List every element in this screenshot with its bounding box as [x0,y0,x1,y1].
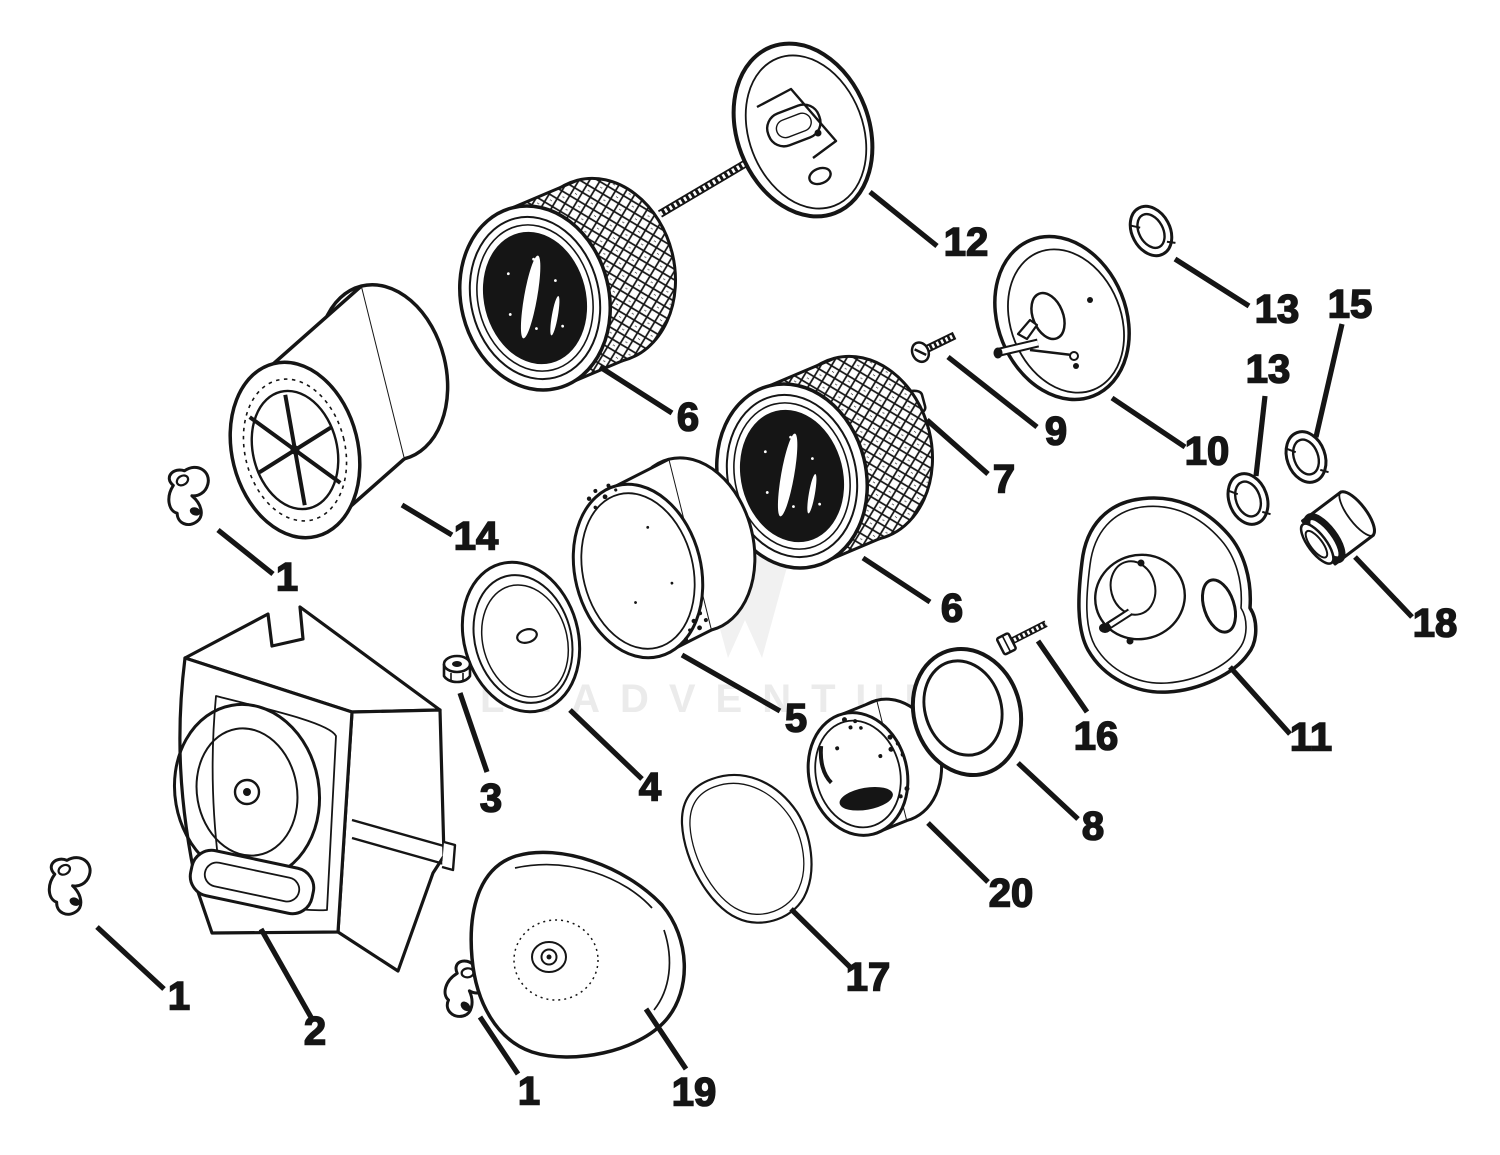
leader-4 [568,708,644,781]
part-2-housing [172,605,457,973]
leader-11 [1228,665,1292,736]
leader-9 [946,354,1039,430]
part-12-cover-plate-stud [657,41,875,219]
part-5-element-shell [571,456,757,660]
part-16-hex-bolt [995,620,1048,656]
leader-6b [861,555,932,605]
callout-13a: 13 [1254,287,1300,333]
callout-18: 18 [1412,601,1458,647]
callout-9: 9 [1044,409,1068,455]
callout-14: 14 [453,514,499,560]
callout-6a: 6 [676,395,700,441]
callout-1b: 1 [167,974,191,1020]
callout-8: 8 [1081,804,1105,850]
callout-10: 10 [1184,429,1230,475]
part-13-retainer-ring-upper [1120,197,1182,265]
leader-6a [598,364,674,416]
callout-16: 16 [1073,714,1119,760]
leader-3 [457,692,490,773]
part-1-clip-upper [161,462,219,530]
part-15-seal-ring [1277,424,1335,490]
part-10-plate-assembly [993,234,1131,402]
callout-12: 12 [943,220,989,266]
leader-2 [258,927,315,1021]
leader-20 [926,821,990,884]
leader-1a [216,527,275,577]
callout-11: 11 [1289,715,1333,761]
callout-5: 5 [784,696,808,742]
leader-5 [680,652,782,714]
part-1-clip-left [43,853,98,919]
callout-3: 3 [479,776,503,822]
part-18-bushing [1299,490,1376,566]
part-20-screen-element [806,697,944,837]
part-8-gasket-ring [910,646,1024,778]
callout-15: 15 [1327,282,1373,328]
part-13-retainer-ring-lower [1219,466,1277,532]
callout-4: 4 [638,765,662,811]
callout-19: 19 [671,1070,717,1116]
leader-1b [95,925,166,991]
part-9-screw [910,331,957,364]
part-4-cover-disc [460,560,582,714]
leader-1c [477,1015,521,1076]
leader-10 [1110,395,1187,450]
leader-18 [1353,555,1414,619]
callout-2: 2 [303,1009,327,1055]
callout-13b: 13 [1245,347,1291,393]
leader-lines [95,189,1414,1076]
part-6-filter-element-upper [436,160,699,408]
callout-1c: 1 [517,1069,541,1115]
part-3-hex-nut [442,654,472,684]
leader-19 [643,1007,689,1071]
leader-13a [1173,256,1251,309]
leader-15 [1313,323,1345,438]
callout-6b: 6 [940,586,964,632]
part-11-base-plate [1077,496,1258,694]
callout-17: 17 [845,955,891,1001]
leader-17 [789,907,853,970]
leader-16 [1035,639,1090,714]
part-19-cover [469,850,686,1059]
callout-1a: 1 [275,555,299,601]
callout-7: 7 [992,457,1016,503]
leader-8 [1016,761,1080,821]
part-17-gasket [680,773,813,924]
leader-13b [1253,395,1268,477]
part-14-air-cleaner-element [228,283,450,540]
leader-7 [925,418,990,476]
leader-14 [400,502,454,538]
callout-20: 20 [988,871,1034,917]
leader-12 [868,189,939,249]
